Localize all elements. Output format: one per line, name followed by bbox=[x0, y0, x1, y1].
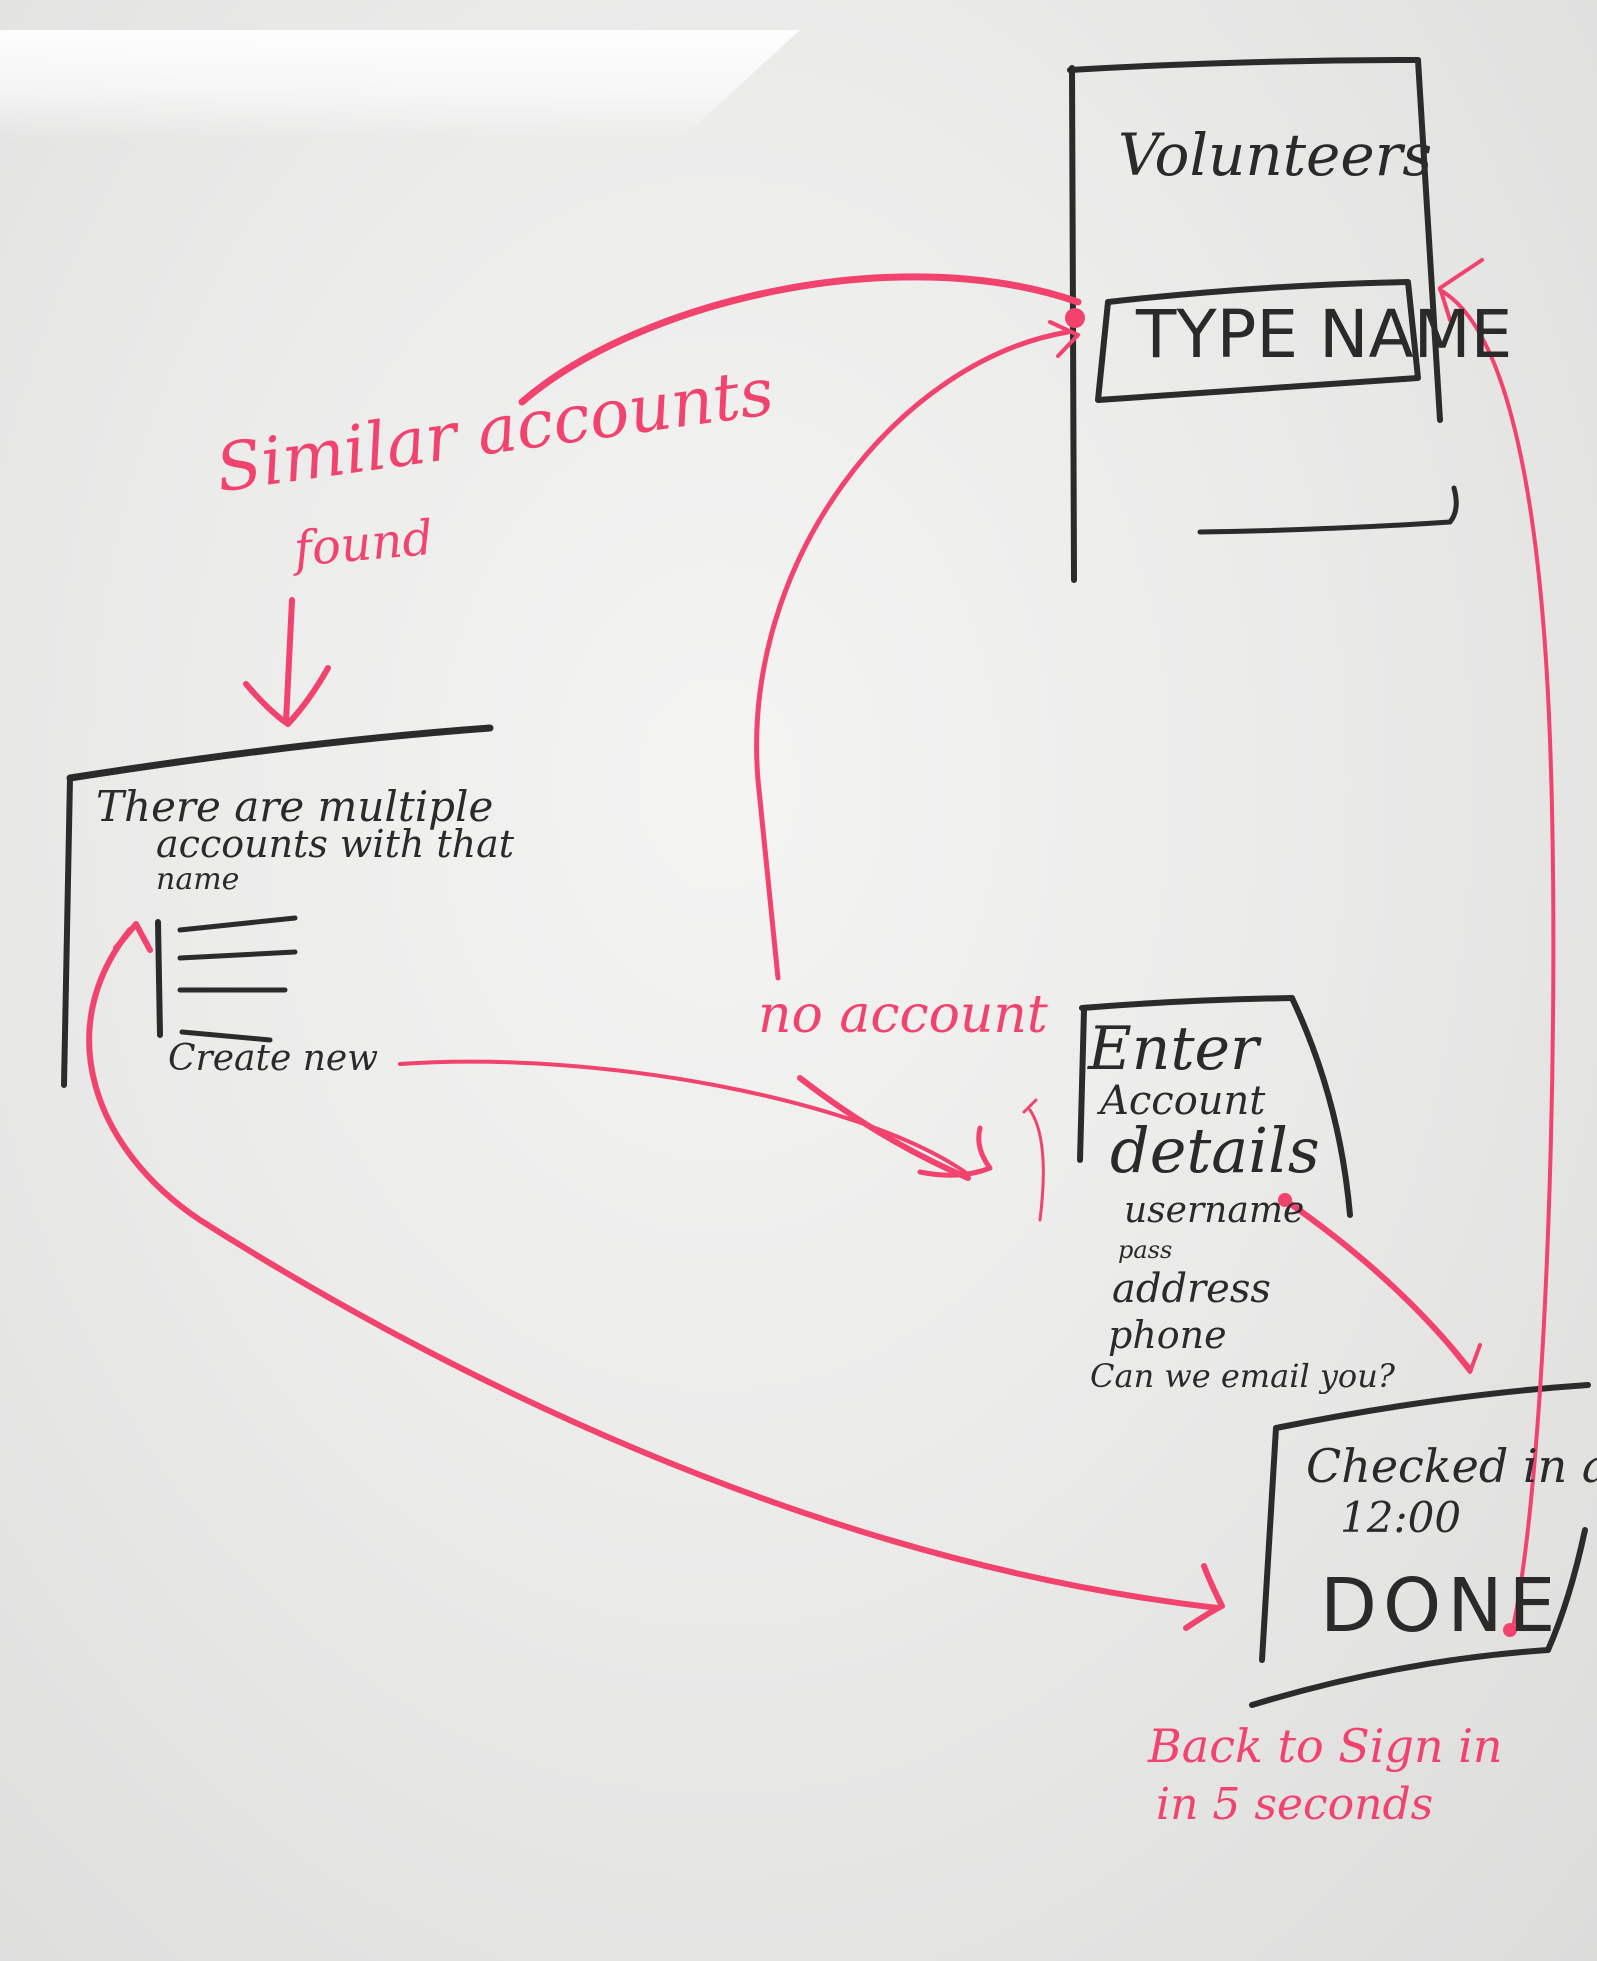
arrow-multiple-to-checked-in bbox=[86, 921, 1225, 1631]
no-account-label: no account bbox=[758, 985, 1048, 1045]
arrow-name-to-similar bbox=[518, 273, 1085, 406]
type-name-input-box bbox=[1095, 279, 1421, 403]
arrow-no-account-to-details bbox=[797, 1075, 993, 1181]
light-glare bbox=[0, 30, 800, 140]
multiple-accounts-line1: There are multiple bbox=[96, 782, 494, 831]
field-username: username bbox=[1124, 1190, 1305, 1231]
arrow-similar-down bbox=[243, 597, 331, 727]
similar-accounts-found: found bbox=[291, 509, 436, 578]
arrow-name-to-no-account bbox=[754, 320, 1080, 981]
checked-in-frame bbox=[1249, 1382, 1591, 1708]
checked-in-time: 12:00 bbox=[1340, 1493, 1462, 1542]
field-phone: phone bbox=[1108, 1313, 1227, 1357]
field-address: address bbox=[1112, 1266, 1271, 1312]
multiple-accounts-line3: name bbox=[156, 862, 240, 897]
arrow-details-to-checked-in bbox=[1278, 1193, 1482, 1374]
field-can-we-email: Can we email you? bbox=[1090, 1357, 1395, 1395]
volunteers-title: Volunteers bbox=[1118, 121, 1433, 189]
enter-details-line2: Account bbox=[1100, 1078, 1266, 1124]
type-name-input: TYPE NAME bbox=[1136, 296, 1513, 373]
multiple-accounts-line2: accounts with that bbox=[156, 822, 515, 866]
field-pass: pass bbox=[1118, 1236, 1173, 1264]
multiple-accounts-frame bbox=[61, 724, 494, 1088]
enter-details-frame bbox=[1077, 995, 1353, 1218]
done-button: DONE bbox=[1320, 1563, 1562, 1649]
arrow-create-new-to-details bbox=[398, 1059, 1045, 1222]
account-list-lines bbox=[177, 915, 298, 1043]
enter-details-line3: details bbox=[1110, 1114, 1320, 1187]
arrow-done-back-to-name bbox=[1438, 258, 1556, 1637]
create-new-link: Create new bbox=[168, 1038, 379, 1079]
back-to-sign-in-line2: in 5 seconds bbox=[1156, 1779, 1434, 1830]
enter-details-line1: Enter bbox=[1088, 1014, 1259, 1084]
back-to-sign-in-line1: Back to Sign in bbox=[1148, 1719, 1503, 1773]
checked-in-line1: Checked in at bbox=[1306, 1439, 1597, 1493]
